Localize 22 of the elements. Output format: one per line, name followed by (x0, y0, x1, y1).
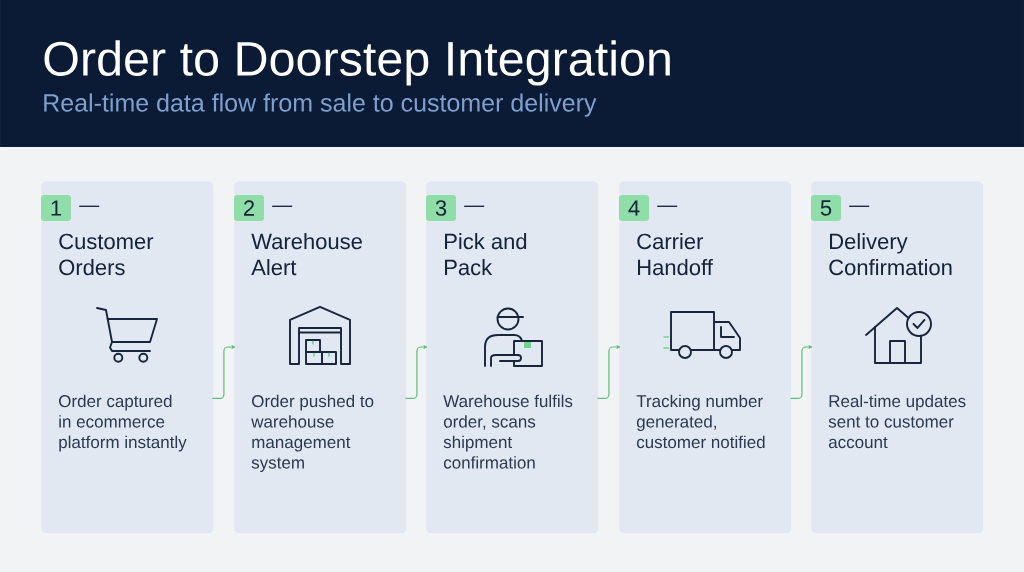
step-number-badge: 5 (811, 195, 841, 221)
step-number-badge: 2 (234, 195, 264, 221)
step-description: Order captured in ecommerce platform instantly (59, 394, 187, 452)
step-title: Delivery Confirmation (829, 233, 952, 276)
step-description: Tracking number generated, customer notified (636, 394, 765, 449)
step-dash: — (272, 205, 293, 207)
title: Order to Doorstep Integration (44, 40, 670, 86)
step-dash: — (849, 205, 870, 207)
step-description: Order pushed to warehouse management system (251, 394, 374, 472)
step-title: Customer Orders (59, 233, 154, 276)
step-number-badge: 1 (41, 195, 71, 221)
step-dash: — (464, 205, 485, 207)
step-number-badge: 3 (426, 195, 456, 221)
step-title: Carrier Handoff (637, 233, 713, 276)
step-title: Warehouse Alert (251, 233, 362, 276)
step-dash: — (657, 205, 678, 207)
step-description: Warehouse fulfils order, scans shipment confirmation (443, 394, 573, 469)
step-number-badge: 4 (619, 195, 649, 221)
step-dash: — (79, 205, 100, 207)
subtitle: Real-time data flow from sale to customer delivery (44, 93, 597, 117)
step-description: Real-time updates sent to customer account (828, 394, 966, 449)
step-title: Pick and Pack (445, 233, 527, 276)
